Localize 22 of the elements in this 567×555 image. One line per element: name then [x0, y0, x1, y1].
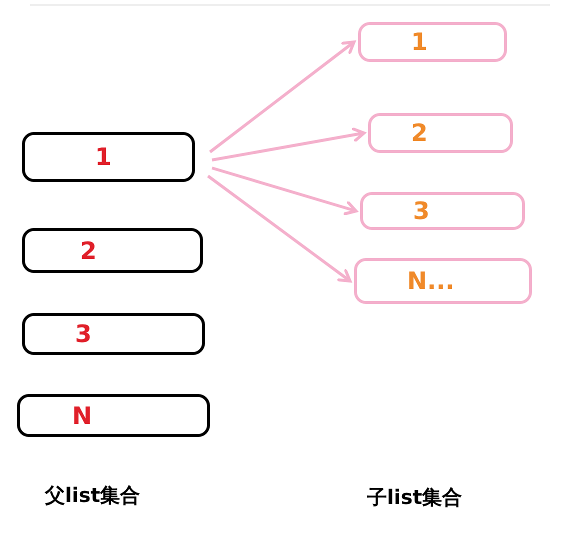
- item-number: N...: [407, 269, 454, 293]
- list-item-box: [358, 22, 507, 62]
- item-number: N: [72, 404, 92, 428]
- list-item-box: [17, 394, 210, 437]
- item-number: 1: [411, 30, 428, 54]
- list-item-box: [22, 228, 203, 273]
- list-item-box: [354, 258, 532, 304]
- item-number: 3: [413, 199, 430, 223]
- arrow: [209, 40, 356, 154]
- group-caption: 子list集合: [367, 484, 462, 511]
- item-number: 2: [80, 238, 97, 262]
- item-number: 3: [75, 322, 92, 346]
- list-item-box: [360, 192, 525, 230]
- group-caption: 父list集合: [45, 482, 140, 509]
- item-number: 2: [411, 121, 428, 145]
- list-item-box: [368, 113, 513, 153]
- list-item-box: [22, 313, 205, 355]
- list-item-box: [22, 132, 195, 182]
- arrow: [207, 174, 352, 282]
- item-number: 1: [95, 145, 112, 169]
- arrow: [212, 166, 358, 216]
- arrow: [212, 127, 366, 162]
